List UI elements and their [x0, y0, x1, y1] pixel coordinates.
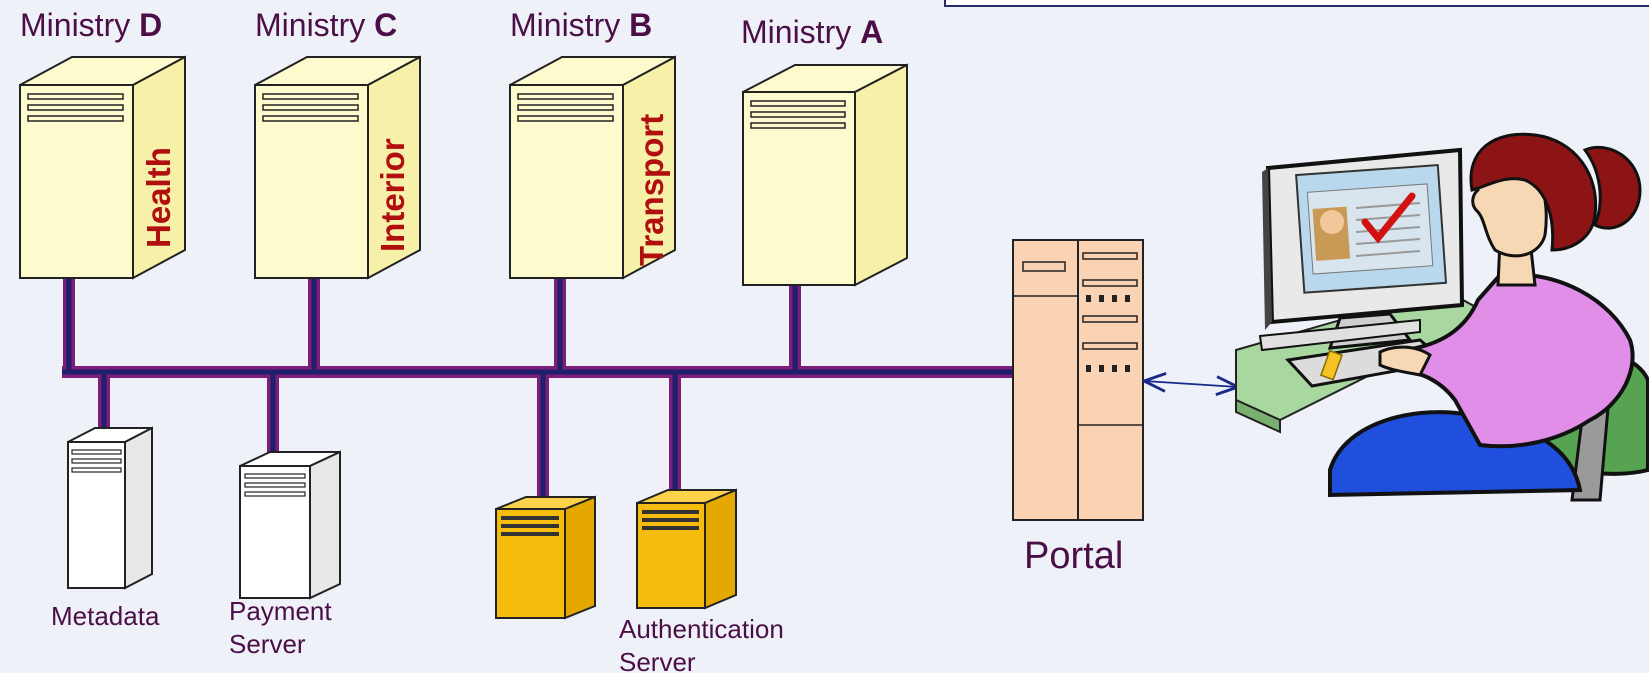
- ministry-b-label: Ministry B: [510, 7, 652, 43]
- ministry-a-server: [742, 63, 908, 287]
- top-right-box-edge: [944, 0, 1649, 7]
- user-hair-bun: [1582, 145, 1642, 230]
- metadata-label: Metadata: [51, 601, 160, 631]
- network-bus: [62, 276, 1013, 498]
- portal-label: Portal: [1024, 535, 1123, 577]
- ministry-a-label: Ministry A: [741, 14, 883, 50]
- ministry-c-label: Ministry C: [255, 7, 397, 43]
- ministry-c-server: Interior: [254, 55, 421, 280]
- ministry-b-server: Transport: [509, 55, 676, 280]
- smart-card: [1319, 349, 1343, 381]
- user-at-computer-illustration: [1235, 132, 1649, 502]
- monitor: [1258, 147, 1465, 352]
- portal-user-arrow: [1144, 381, 1238, 387]
- ministry-c-department: Interior: [374, 138, 411, 252]
- ministry-b-department: Transport: [633, 114, 670, 266]
- authentication-server-1: [495, 495, 596, 620]
- user-hands: [1378, 345, 1432, 377]
- metadata-server: [67, 426, 153, 590]
- authentication-server-2: [636, 488, 737, 610]
- portal-server: [1012, 239, 1144, 521]
- ministry-d-server: Health: [19, 55, 186, 280]
- ministry-d-label: Ministry D: [20, 7, 162, 43]
- payment-server: [239, 450, 341, 600]
- user-hair: [1469, 132, 1598, 252]
- ministry-d-department: Health: [140, 147, 177, 248]
